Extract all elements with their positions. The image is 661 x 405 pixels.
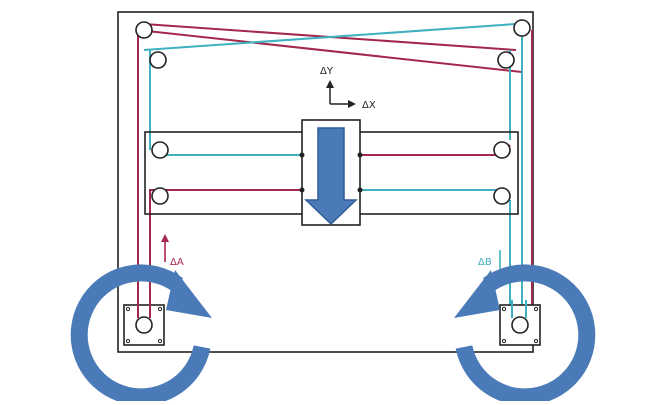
y-axis-arrowhead: [326, 80, 334, 88]
pulley-gantry-left-top: [151, 141, 169, 159]
pulley-top-right: [513, 19, 531, 37]
delta-x-label: ΔX: [362, 100, 376, 111]
carriage-anchor: [357, 187, 363, 193]
rotation-arrow-a: [70, 264, 212, 405]
carriage-anchor: [299, 187, 305, 193]
rotation-arrow-b: [454, 264, 596, 405]
belt-cyan-top-diagonal: [143, 23, 517, 51]
pulley-gantry-right-bottom: [493, 187, 511, 205]
delta-b-label: ΔB: [478, 257, 492, 268]
delta-a-label: ΔA: [170, 257, 184, 268]
pulley-upper-right: [497, 51, 515, 69]
carriage-anchor: [357, 152, 363, 158]
delta-a-arrowhead: [161, 234, 169, 242]
motor-a: [123, 304, 165, 346]
delta-y-label: ΔY: [320, 66, 334, 77]
pulley-gantry-left-bottom: [151, 187, 169, 205]
carriage-motion-arrow: [304, 127, 358, 226]
carriage-anchor: [299, 152, 305, 158]
motor-b: [499, 304, 541, 346]
pulley-upper-left: [149, 51, 167, 69]
pulley-gantry-right-top: [493, 141, 511, 159]
x-axis-arrowhead: [348, 100, 356, 108]
pulley-top-left: [135, 21, 153, 39]
